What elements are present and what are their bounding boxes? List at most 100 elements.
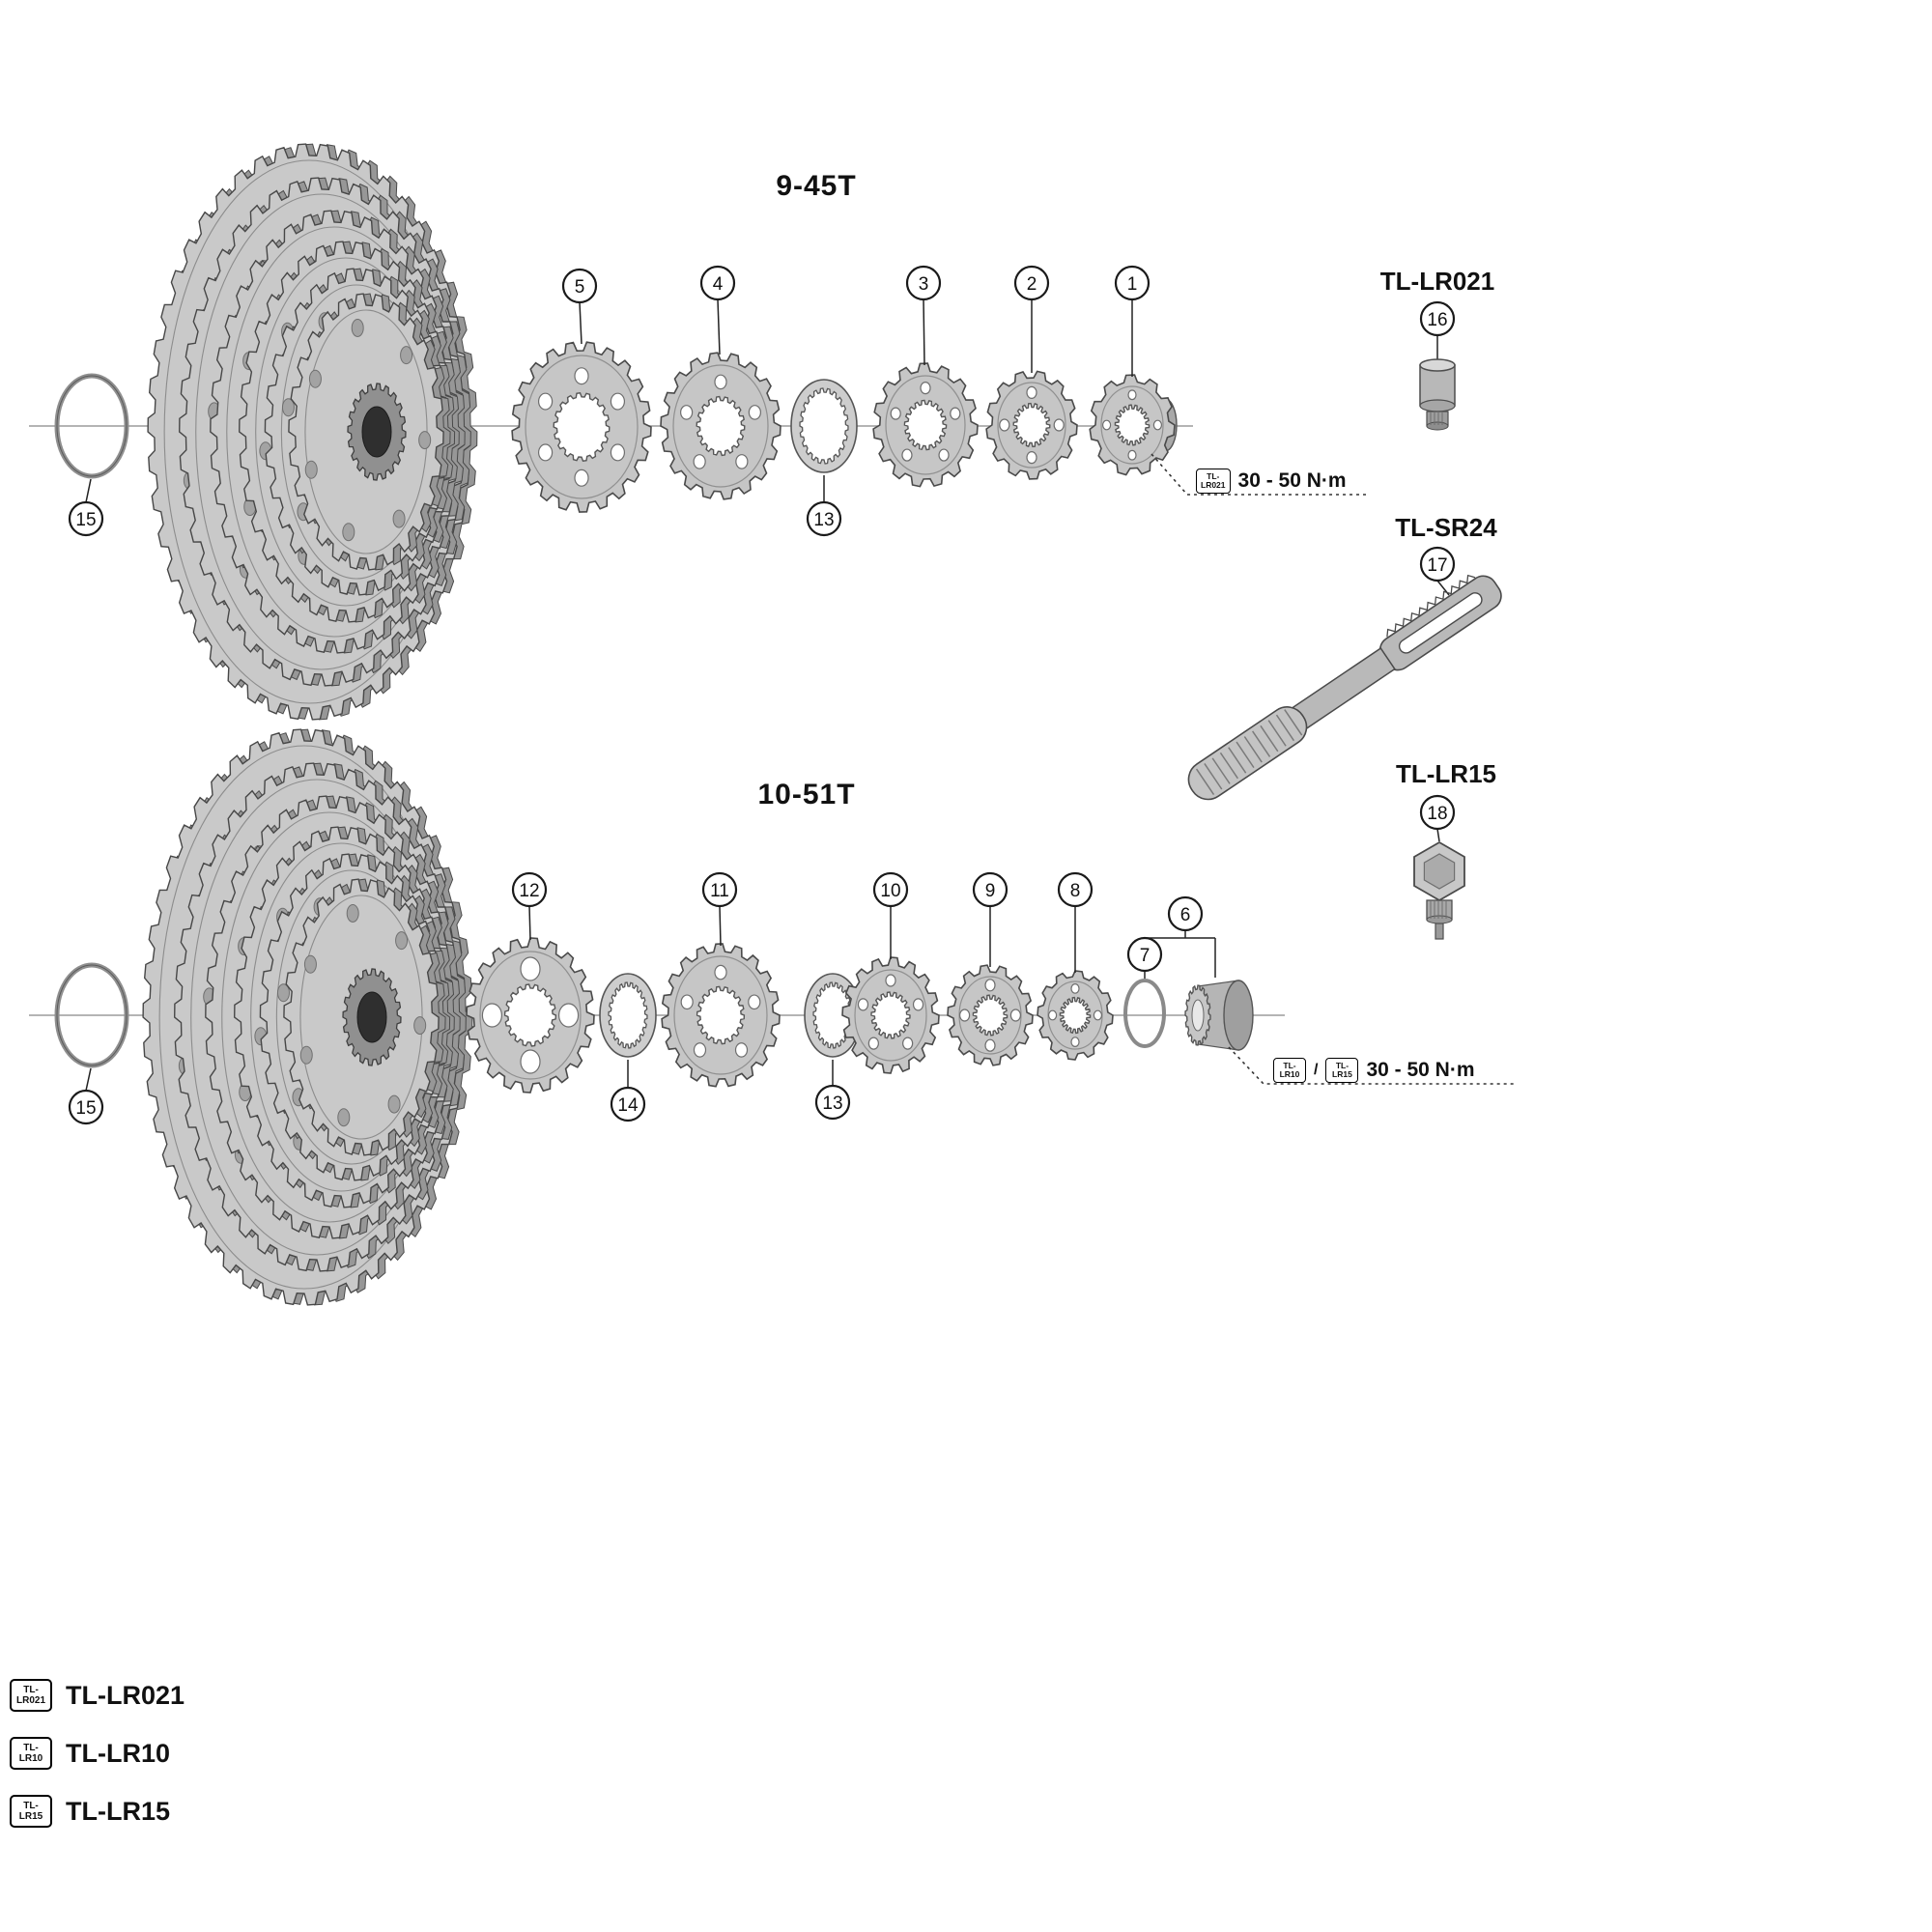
spline-bore (972, 994, 1009, 1037)
callout-leader (923, 298, 925, 366)
spacer-13-top (790, 379, 858, 473)
callout-13: 13 (814, 1084, 851, 1121)
cassette-cluster-10-51t (142, 728, 473, 1306)
lightening-hole (574, 469, 589, 487)
callout-number: 3 (919, 274, 929, 295)
sprocket-3 (872, 362, 979, 488)
lightening-hole (1009, 1009, 1022, 1022)
callout-number: 13 (813, 510, 834, 530)
callout-8: 8 (1057, 871, 1094, 908)
lightening-hole (958, 1009, 971, 1022)
sprocket-11 (661, 943, 781, 1088)
sprocket-9 (947, 964, 1034, 1066)
cassette-cluster-9-45t (147, 143, 478, 721)
spline-bore (696, 395, 746, 457)
lightening-hole (890, 407, 901, 420)
callout-13: 13 (806, 500, 842, 537)
callout-17: 17 (1419, 546, 1456, 582)
callout-15: 15 (68, 1089, 104, 1125)
callout-10: 10 (872, 871, 909, 908)
lightening-hole (610, 392, 626, 411)
lightening-hole (714, 374, 727, 390)
lightening-hole (1093, 1009, 1103, 1021)
lightening-hole (610, 443, 626, 462)
callout-number: 11 (710, 881, 729, 901)
callout-7: 7 (1126, 936, 1163, 973)
spline-bore (903, 399, 948, 451)
callout-number: 17 (1427, 555, 1447, 576)
callout-12: 12 (511, 871, 548, 908)
sprocket-12 (466, 937, 595, 1094)
lightening-hole (735, 454, 749, 469)
torque-value: 30 - 50 N·m (1366, 1059, 1475, 1081)
tool-label-tl-lr021: TL-LR021 (1379, 267, 1495, 296)
lightening-hole (999, 418, 1010, 432)
lightening-hole (1070, 1037, 1080, 1047)
lightening-hole (984, 1038, 996, 1052)
callout-number: 10 (880, 881, 900, 901)
spline-bore (870, 991, 911, 1039)
lightening-hole (1070, 983, 1080, 994)
callout-15: 15 (68, 500, 104, 537)
callout-number: 6 (1180, 905, 1191, 925)
sprocket-4 (660, 352, 781, 500)
lightening-hole (1047, 1009, 1058, 1021)
lightening-hole (902, 1037, 914, 1050)
lightening-hole (885, 974, 896, 987)
lightening-hole (714, 964, 727, 980)
callout-leader (85, 1067, 92, 1092)
tool-tl-lr15 (1413, 840, 1465, 940)
torque-tool-tag: TL-LR021 (1196, 469, 1231, 494)
callout-14: 14 (610, 1086, 646, 1122)
lightening-hole (557, 1003, 580, 1028)
lightening-hole (574, 367, 589, 385)
callout-number: 15 (75, 1098, 96, 1119)
spacer-14 (599, 973, 657, 1058)
lightening-hole (857, 998, 869, 1011)
cog-8 (1037, 970, 1114, 1061)
lightening-hole (867, 1037, 879, 1050)
lightening-hole (481, 1003, 502, 1028)
callout-16: 16 (1419, 300, 1456, 337)
callout-number: 7 (1140, 946, 1151, 966)
callout-11: 11 (701, 871, 738, 908)
sprocket-5 (511, 341, 652, 513)
lightening-hole (537, 443, 554, 462)
sprocket-1 (1089, 374, 1176, 476)
torque-value: 30 - 50 N·m (1237, 469, 1347, 492)
lightening-hole (693, 1042, 707, 1058)
callout-number: 5 (575, 277, 585, 298)
callout-leader (717, 298, 721, 355)
lightening-hole (1101, 419, 1112, 431)
lightening-hole (1026, 451, 1037, 465)
tool-label-tl-sr24: TL-SR24 (1395, 513, 1497, 542)
callout-9: 9 (972, 871, 1009, 908)
legend-label: TL-LR15 (66, 1796, 170, 1826)
spline-bore (696, 985, 746, 1045)
lightening-hole (680, 994, 694, 1010)
callout-4: 4 (699, 265, 736, 301)
callout-number: 8 (1070, 881, 1081, 901)
lockring-6 (1184, 980, 1254, 1051)
lightening-hole (748, 405, 761, 420)
torque-tool-tag: TL-LR15 (1325, 1058, 1359, 1083)
tool-tl-sr24 (1187, 574, 1502, 801)
callout-leader (719, 905, 722, 947)
lightening-hole (1152, 419, 1163, 431)
legend-tool-tag: TL-LR15 (10, 1795, 52, 1828)
callout-2: 2 (1013, 265, 1050, 301)
legend-row: TL-LR15 TL-LR15 (10, 1795, 185, 1828)
callout-number: 14 (617, 1095, 639, 1116)
callout-1: 1 (1114, 265, 1151, 301)
callout-number: 9 (985, 881, 996, 901)
callout-number: 16 (1427, 310, 1447, 330)
legend-tool-tag: TL-LR021 (10, 1679, 53, 1712)
lightening-hole (1053, 418, 1065, 432)
lightening-hole (1026, 385, 1037, 399)
callout-5: 5 (561, 268, 598, 304)
callout-leader (579, 301, 582, 345)
